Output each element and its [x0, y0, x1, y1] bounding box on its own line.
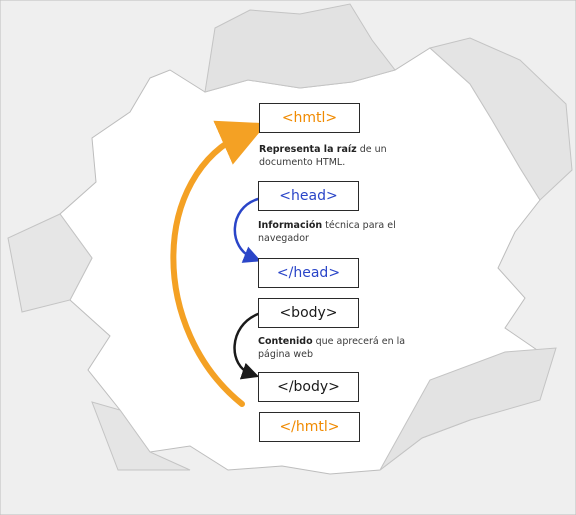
paper-fold-bottom [379, 347, 557, 471]
html-caption-strong: Representa la raíz [259, 144, 357, 155]
head-caption: Información técnica para el navegador [258, 219, 408, 245]
html-open-tag: <hmtl> [259, 103, 360, 133]
body-caption-line2: página web [258, 349, 314, 360]
orange-arrow-html [170, 120, 267, 407]
html-caption-line2: documento HTML. [259, 157, 346, 168]
html-caption-rest: de un [356, 144, 387, 155]
head-close-tag: </head> [258, 258, 359, 288]
html-close-tag: </hmtl> [259, 412, 360, 442]
head-caption-strong: Información [258, 220, 323, 231]
paper-fold-lower-left [91, 401, 191, 471]
paper-fold-right [428, 37, 573, 201]
html-caption: Representa la raíz de un documento HTML. [259, 143, 399, 169]
head-caption-line2: navegador [258, 233, 309, 244]
head-open-tag: <head> [258, 181, 359, 211]
blue-arrow-head [233, 197, 262, 263]
body-close-tag: </body> [258, 372, 359, 402]
body-open-tag: <body> [258, 298, 359, 328]
black-arrow-body [233, 312, 260, 380]
body-caption-strong: Contenido [258, 336, 313, 347]
head-caption-rest: técnica para el [322, 220, 396, 231]
body-caption-rest: que aprecerá en la [312, 336, 406, 347]
body-caption: Contenido que aprecerá en la página web [258, 335, 418, 361]
paper-fold-left [7, 213, 93, 313]
paper-fold-top [204, 3, 396, 93]
